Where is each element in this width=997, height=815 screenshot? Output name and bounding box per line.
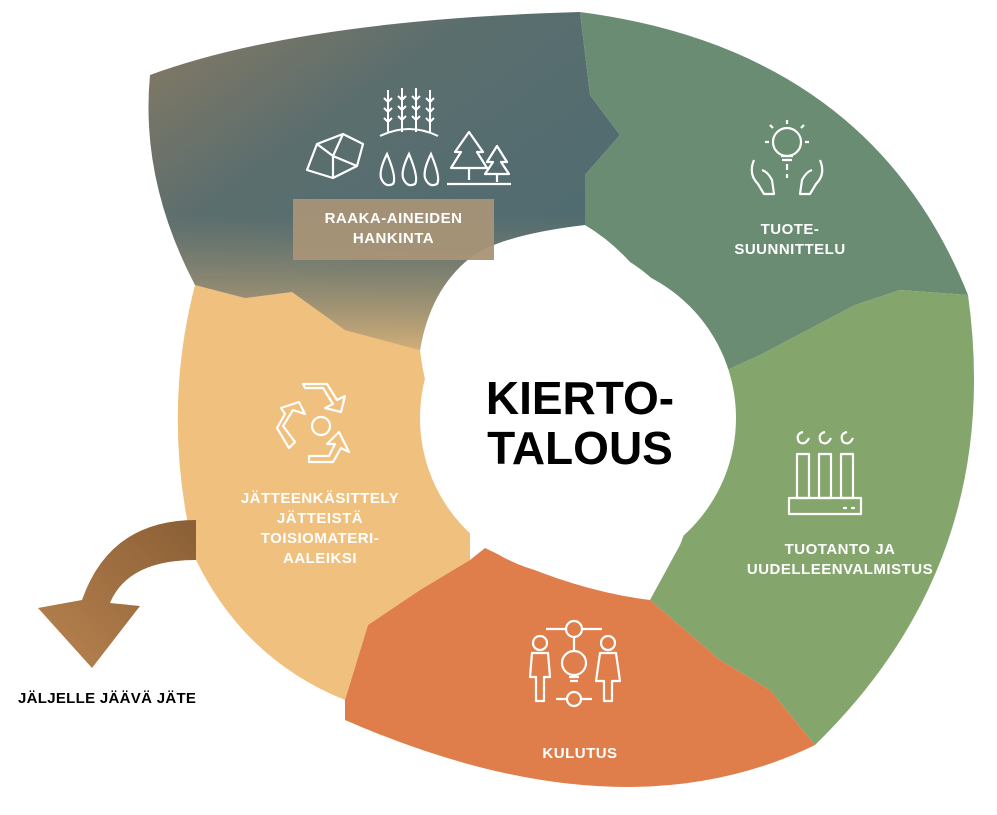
residual-waste-arrow (38, 520, 196, 668)
center-title-line2: TALOUS (487, 422, 673, 474)
center-title: KIERTO- TALOUS (470, 373, 690, 473)
waste-handling-line1: JÄTTEENKÄSITTELY (240, 490, 400, 507)
production-line2: UUDELLEENVALMISTUS (746, 561, 934, 578)
label-consumption: KULUTUS (520, 744, 640, 764)
minerals-icon (305, 132, 365, 180)
segment-consumption (345, 548, 815, 787)
segment-design (580, 12, 968, 380)
factory-icon (787, 430, 863, 516)
center-title-line1: KIERTO- (485, 372, 675, 424)
raw-materials-line1: RAAKA-AINEIDEN (324, 210, 463, 227)
label-production: TUOTANTO JA UUDELLEENVALMISTUS (735, 540, 945, 580)
center-circle (420, 260, 736, 576)
wheat-icon (379, 88, 439, 137)
water-drops-icon (379, 151, 440, 187)
residual-waste-label: JÄLJELLE JÄÄVÄ JÄTE (18, 690, 197, 707)
label-design: TUOTE- SUUNNITTELU (710, 220, 870, 260)
consumption-line1: KULUTUS (542, 745, 618, 762)
design-line1: TUOTE- (760, 221, 820, 238)
label-waste-handling: JÄTTEENKÄSITTELY JÄTTEISTÄ TOISIOMATERI-… (215, 489, 425, 569)
raw-materials-label-box (293, 199, 494, 260)
waste-handling-line4: AALEIKSI (282, 550, 357, 567)
trees-icon (447, 130, 511, 186)
segment-raw-materials-fade (148, 12, 620, 350)
label-raw-materials: RAAKA-AINEIDEN HANKINTA (293, 209, 494, 249)
production-line1: TUOTANTO JA (784, 541, 896, 558)
waste-handling-line3: TOISIOMATERI- (260, 530, 380, 547)
recycle-icon (275, 382, 351, 464)
lightbulb-hands-icon (750, 120, 824, 196)
segment-waste-handling (177, 285, 471, 700)
raw-materials-line2: HANKINTA (352, 230, 435, 247)
waste-handling-line2: JÄTTEISTÄ (276, 510, 364, 527)
design-line2: SUUNNITTELU (734, 241, 846, 258)
consumers-network-icon (528, 619, 622, 708)
